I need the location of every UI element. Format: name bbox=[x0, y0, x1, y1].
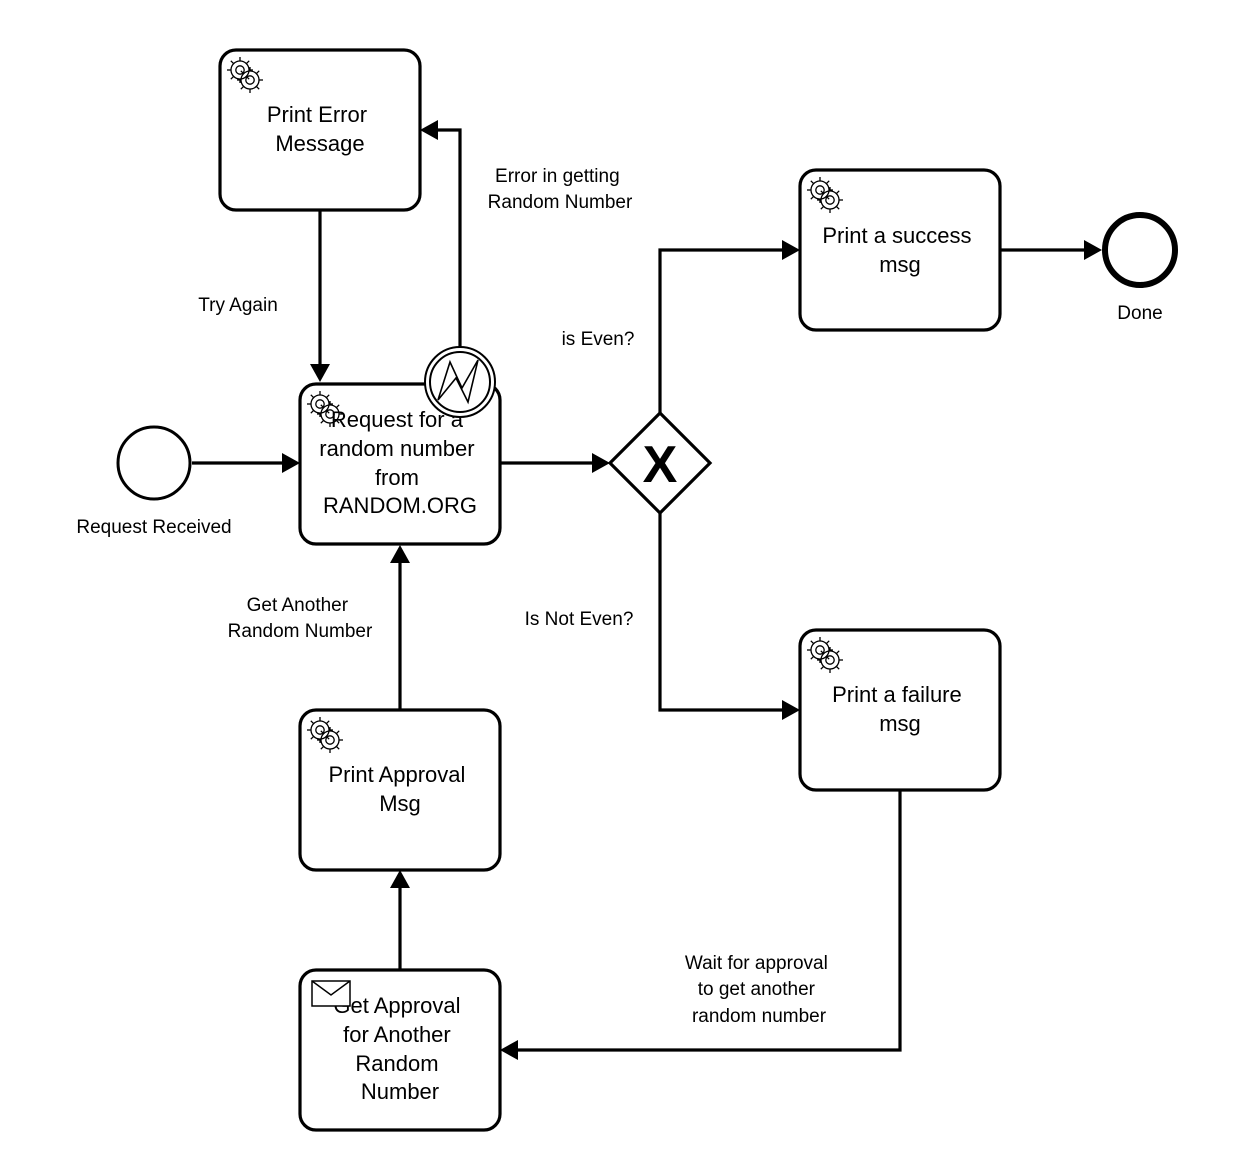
error-boundary-event[interactable] bbox=[424, 346, 496, 418]
task-print-approval-label: Print Approval Msg bbox=[328, 762, 471, 816]
task-print-success-label: Print a success msg bbox=[822, 223, 977, 277]
flow-is-not-even[interactable] bbox=[658, 513, 800, 720]
flow-is-even[interactable] bbox=[658, 240, 800, 413]
exclusive-gateway[interactable]: X bbox=[607, 410, 713, 516]
flow-get-another[interactable] bbox=[390, 545, 410, 710]
flow-start-to-request[interactable] bbox=[192, 453, 300, 473]
flow-success-to-done[interactable] bbox=[1000, 240, 1102, 260]
task-print-failure-label: Print a failure msg bbox=[832, 682, 968, 736]
flow-approval-to-print-approval[interactable] bbox=[390, 870, 410, 970]
envelope-icon bbox=[311, 980, 351, 1007]
label-is-not-even: Is Not Even? bbox=[525, 609, 634, 630]
end-event-label: Done bbox=[1117, 303, 1162, 324]
start-event[interactable] bbox=[116, 425, 192, 501]
end-event[interactable] bbox=[1102, 212, 1178, 288]
label-try-again: Try Again bbox=[198, 295, 278, 316]
flow-try-again[interactable] bbox=[310, 210, 330, 382]
label-wait-approval: Wait for approval to get another random … bbox=[685, 953, 833, 1027]
flow-wait-approval[interactable] bbox=[500, 790, 902, 1060]
task-request-random[interactable]: Request for a random number from RANDOM.… bbox=[298, 382, 502, 546]
label-get-another: Get Another Random Number bbox=[228, 595, 373, 642]
gateway-marker: X bbox=[643, 436, 678, 494]
task-print-error-label: Print Error Message bbox=[267, 102, 373, 156]
label-is-even: is Even? bbox=[562, 329, 635, 350]
task-print-failure[interactable]: Print a failure msg bbox=[798, 628, 1002, 792]
flow-request-to-gateway[interactable] bbox=[500, 453, 610, 473]
task-get-approval-label: Get Approval for Another Random Number bbox=[333, 993, 466, 1104]
flow-error-to-print-error[interactable] bbox=[420, 120, 462, 348]
task-get-approval[interactable]: Get Approval for Another Random Number bbox=[298, 968, 502, 1132]
task-print-success[interactable]: Print a success msg bbox=[798, 168, 1002, 332]
lightning-icon bbox=[437, 359, 479, 405]
task-print-approval[interactable]: Print Approval Msg bbox=[298, 708, 502, 872]
task-request-random-label: Request for a random number from RANDOM.… bbox=[319, 407, 480, 518]
task-print-error[interactable]: Print Error Message bbox=[218, 48, 422, 212]
label-error-random: Error in getting Random Number bbox=[488, 166, 633, 213]
start-event-label: Request Received bbox=[76, 517, 231, 538]
